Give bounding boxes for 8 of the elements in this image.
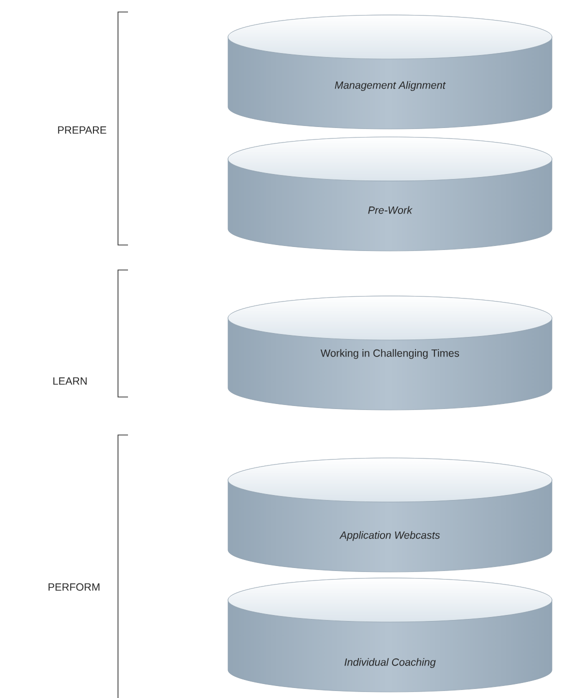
disc: Working in Challenging Times [228,296,552,410]
disc: Individual Coaching [228,578,552,692]
stage-label: PERFORM [48,583,100,591]
disc: Pre-Work [228,136,552,252]
stage-label: LEARN [53,377,87,385]
disc: Application Webcasts [228,458,552,572]
disc: Management Alignment [228,14,552,130]
stage-label: PREPARE [58,126,106,134]
